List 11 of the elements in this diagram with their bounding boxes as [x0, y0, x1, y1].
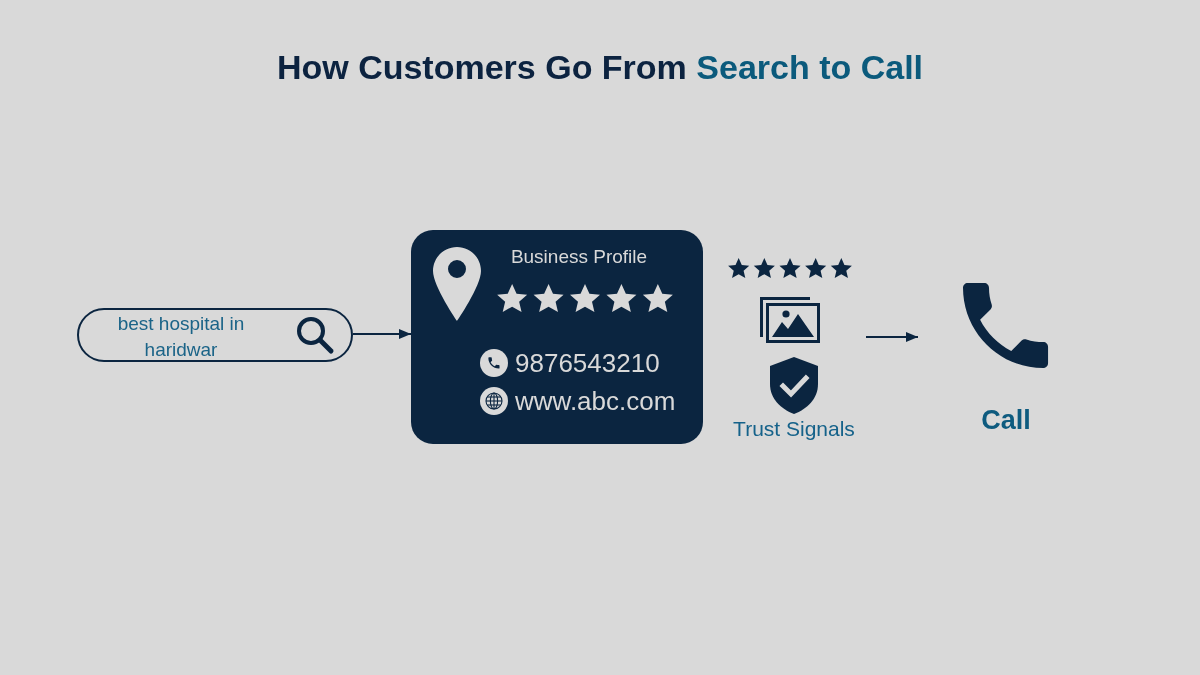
title: How Customers Go From Search to Call: [275, 47, 925, 88]
arrow: [865, 332, 919, 342]
trust-signals-label: Trust Signals: [733, 416, 855, 442]
search-bar: [77, 308, 353, 362]
business-profile-card: [411, 230, 703, 444]
card-heading: Business Profile: [509, 245, 649, 269]
call-label: Call: [981, 405, 1031, 435]
search-query: best hospital in haridwar: [116, 312, 246, 362]
phone-number: 9876543210: [515, 349, 660, 377]
arrow: [352, 329, 412, 339]
website-address: www.abc.com: [515, 387, 676, 415]
